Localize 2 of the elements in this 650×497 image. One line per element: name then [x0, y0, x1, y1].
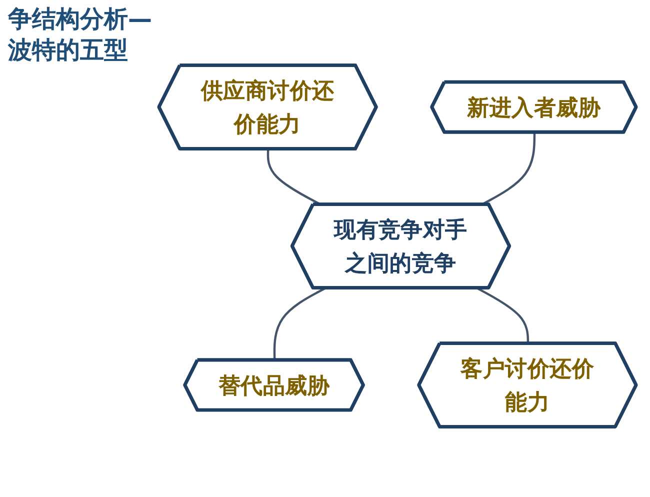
title: 争结构分析—波特的五型 — [8, 4, 153, 66]
connector — [476, 287, 530, 344]
